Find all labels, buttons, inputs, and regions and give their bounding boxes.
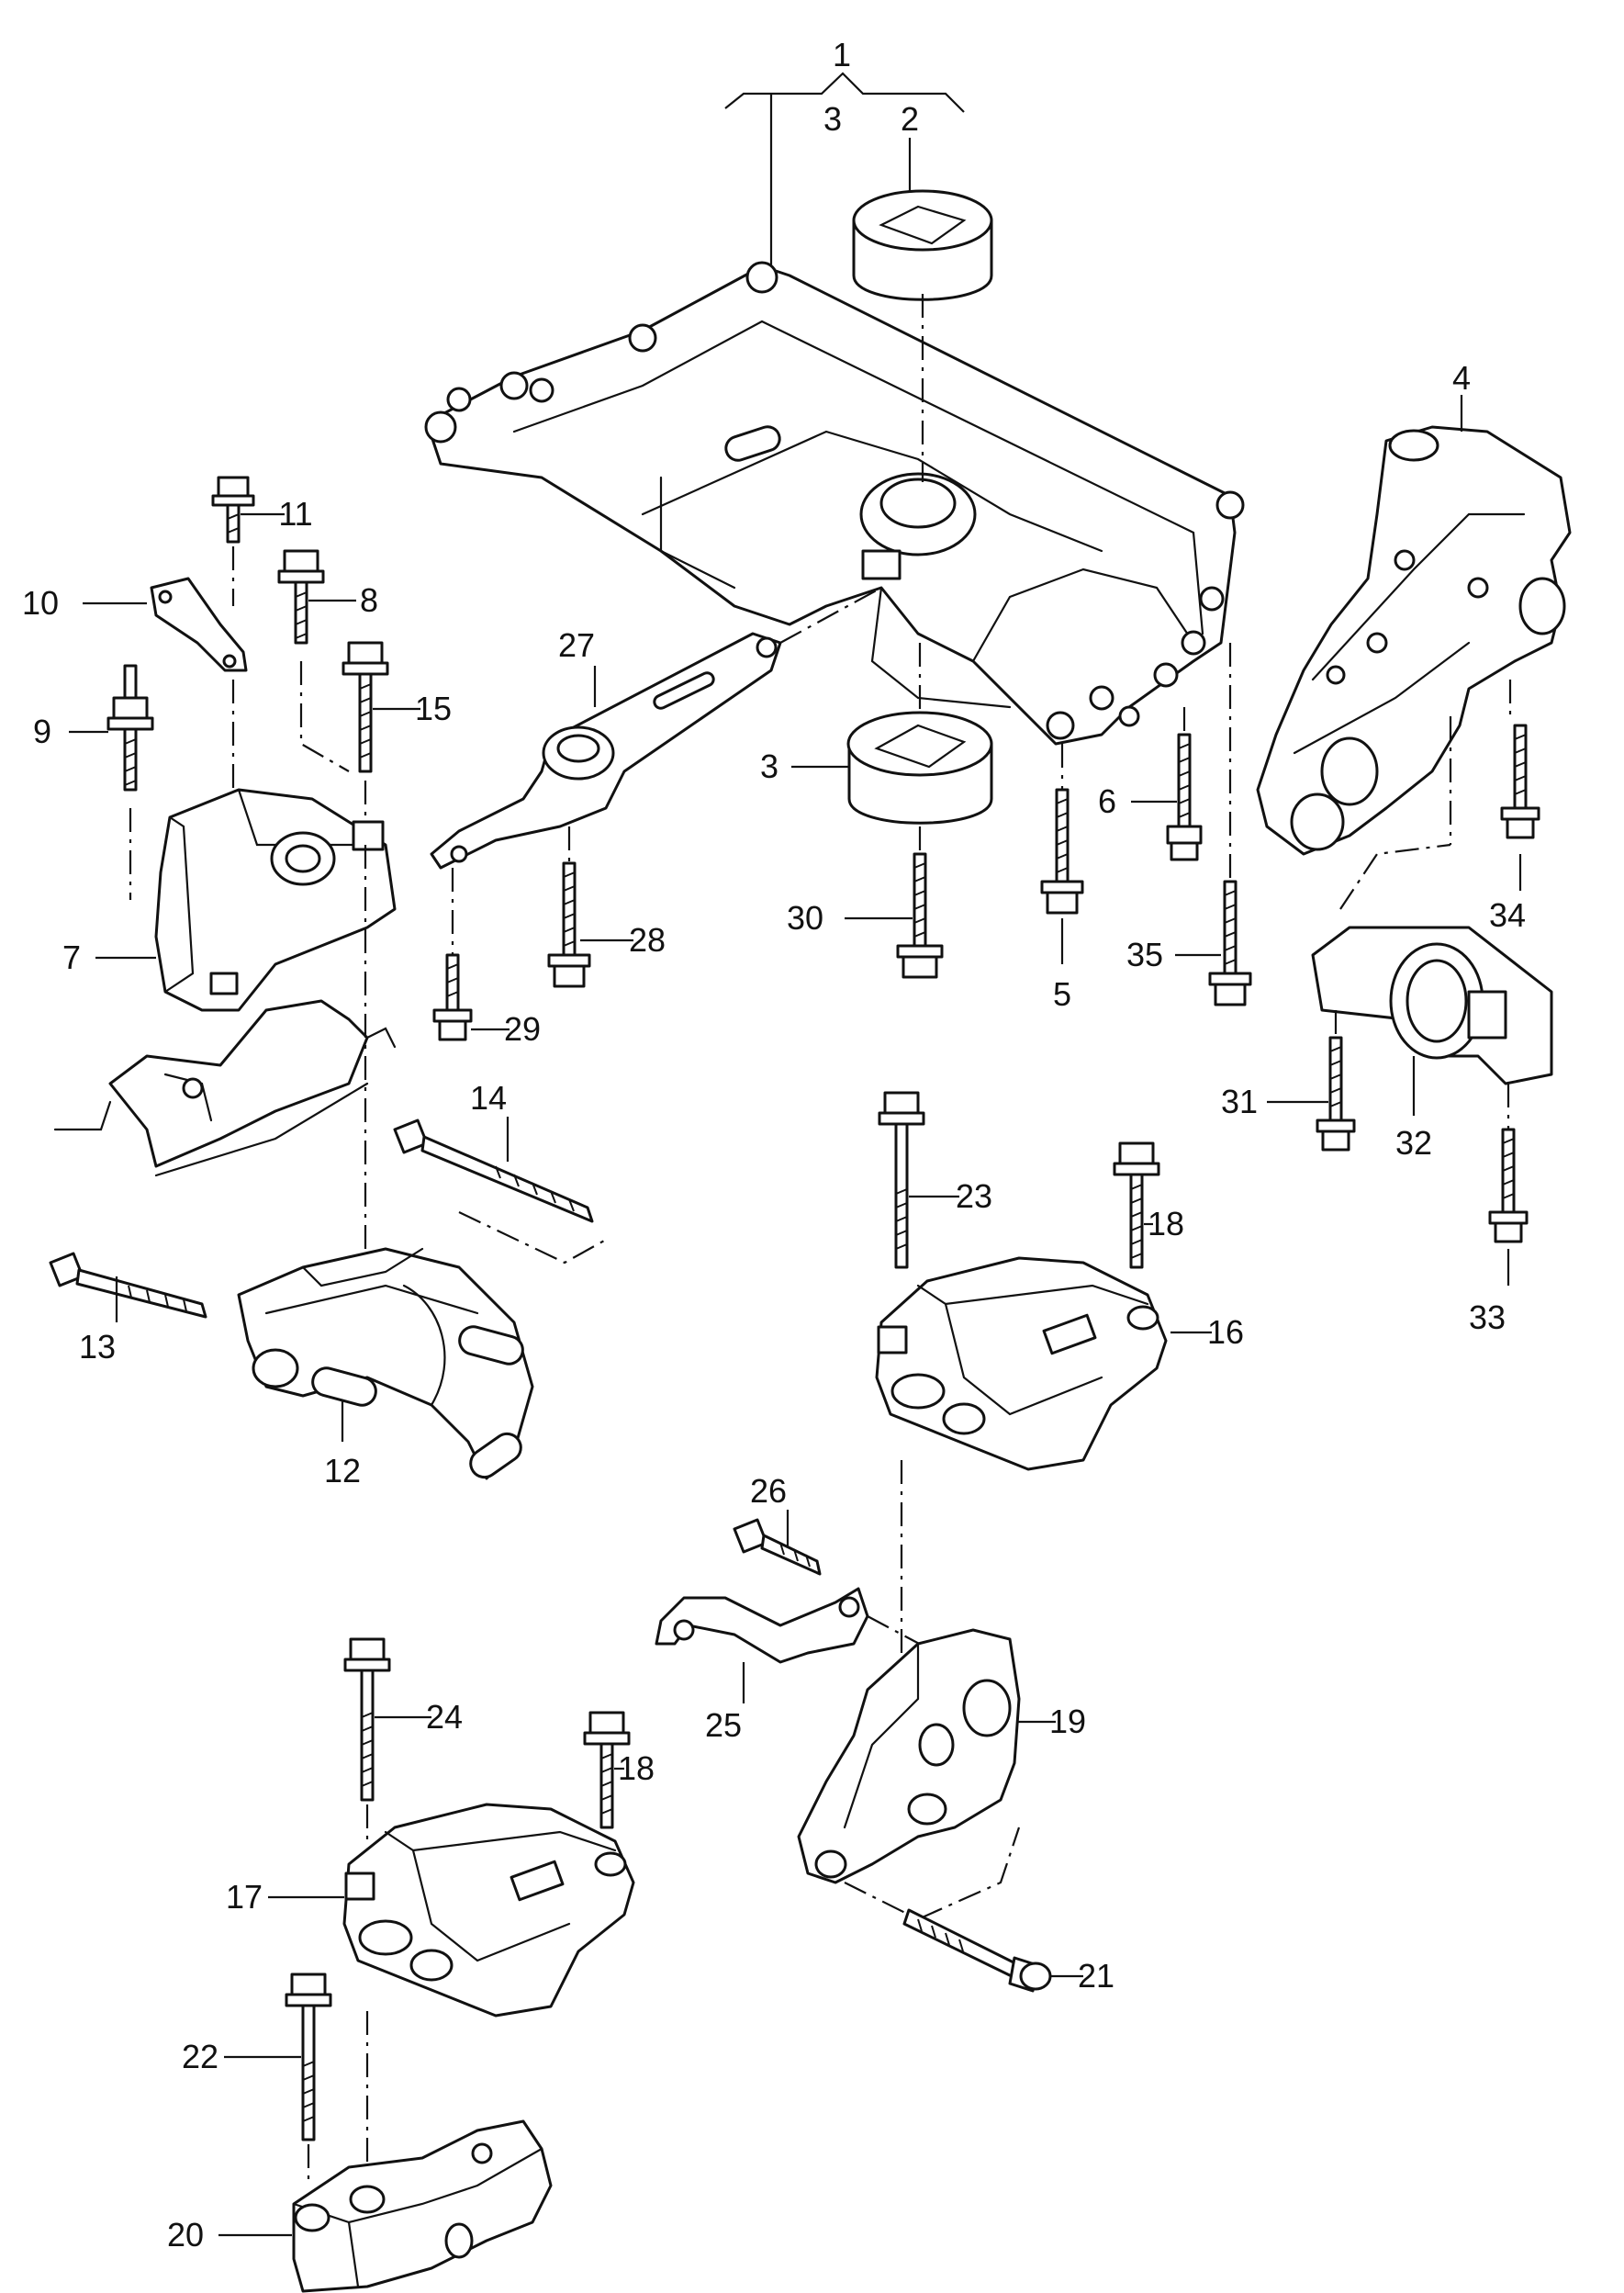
- callout-numbers: 1233456789101112131415161718181920212223…: [22, 36, 1526, 2254]
- bolt-5: [1040, 744, 1084, 964]
- callout-number-27: 27: [558, 626, 595, 664]
- callout-number-16: 16: [1207, 1313, 1244, 1351]
- stud-9: [69, 664, 154, 900]
- callout-number-18: 18: [1148, 1205, 1184, 1242]
- bolt-14: [393, 1117, 607, 1265]
- bolt-8: [277, 549, 356, 772]
- callout-number-29: 29: [504, 1010, 541, 1048]
- callout-number-7: 7: [62, 939, 81, 976]
- bolt-33: [1488, 1084, 1529, 1286]
- engine-mount-7: [95, 788, 397, 1012]
- callout-number-25: 25: [705, 1706, 742, 1744]
- bolt-34: [1500, 724, 1540, 891]
- bracket-10: [83, 577, 248, 808]
- bolt-29: [432, 868, 510, 1041]
- callout-number-24: 24: [426, 1698, 463, 1736]
- bolt-18-upper: [1113, 1141, 1160, 1269]
- transmission-mount-17: [268, 1803, 635, 2186]
- callout-number-1: 1: [833, 36, 851, 73]
- transmission-mount-16: [875, 1256, 1212, 1662]
- callout-number-8: 8: [360, 581, 378, 619]
- bracket-4: [1256, 395, 1572, 856]
- callout-number-18: 18: [618, 1749, 655, 1787]
- callout-number-3: 3: [823, 100, 842, 138]
- bolt-35: [1175, 643, 1252, 1006]
- callout-number-4: 4: [1452, 359, 1471, 397]
- callout-number-2: 2: [901, 100, 919, 138]
- bolt-15: [342, 641, 420, 845]
- callout-number-21: 21: [1078, 1957, 1114, 1995]
- callout-number-9: 9: [33, 713, 51, 750]
- group-bracket: [724, 72, 965, 275]
- bolt-21: [902, 1908, 1083, 1993]
- callout-number-14: 14: [470, 1079, 507, 1117]
- bolt-24: [343, 1637, 431, 1846]
- subframe: [424, 261, 1245, 746]
- bolt-18-lower: [583, 1711, 631, 1829]
- mount-bracket-12: [237, 845, 534, 1480]
- callout-number-31: 31: [1221, 1083, 1258, 1120]
- bolt-11: [211, 476, 285, 606]
- bolt-31: [1267, 1010, 1356, 1152]
- bolt-26: [733, 1510, 822, 1576]
- callout-number-11: 11: [278, 495, 312, 533]
- callout-number-28: 28: [629, 921, 666, 959]
- callout-number-12: 12: [324, 1452, 361, 1489]
- callout-number-10: 10: [22, 584, 59, 622]
- callout-number-19: 19: [1049, 1703, 1086, 1740]
- bracket-20: [218, 2119, 553, 2293]
- gearbox-bracket-19: [797, 1628, 1056, 1921]
- callout-number-26: 26: [750, 1472, 787, 1510]
- bushing-32: [1311, 843, 1553, 1116]
- callout-number-20: 20: [167, 2216, 204, 2254]
- bolt-6: [1131, 707, 1203, 861]
- callout-number-23: 23: [956, 1177, 992, 1215]
- callout-number-35: 35: [1126, 936, 1163, 973]
- rubber-mount-lower: [791, 643, 993, 825]
- bolt-28: [547, 826, 633, 988]
- bolt-30: [845, 826, 944, 979]
- callout-number-33: 33: [1469, 1298, 1506, 1336]
- callout-number-13: 13: [79, 1328, 116, 1366]
- callout-number-17: 17: [226, 1878, 263, 1916]
- callout-number-15: 15: [415, 690, 452, 727]
- callout-number-32: 32: [1395, 1124, 1432, 1162]
- callout-number-22: 22: [182, 2038, 218, 2075]
- bolt-22: [224, 1973, 332, 2186]
- callout-number-5: 5: [1053, 975, 1071, 1013]
- rubber-mount-upper: [852, 138, 993, 482]
- torque-arm-27: [430, 587, 882, 870]
- callout-number-34: 34: [1489, 896, 1526, 934]
- engine-support: [53, 999, 397, 1177]
- bolt-23: [878, 1091, 959, 1269]
- callout-number-30: 30: [787, 899, 823, 937]
- callout-number-6: 6: [1098, 782, 1116, 820]
- callout-number-3: 3: [760, 747, 778, 785]
- bolt-13: [49, 1252, 207, 1322]
